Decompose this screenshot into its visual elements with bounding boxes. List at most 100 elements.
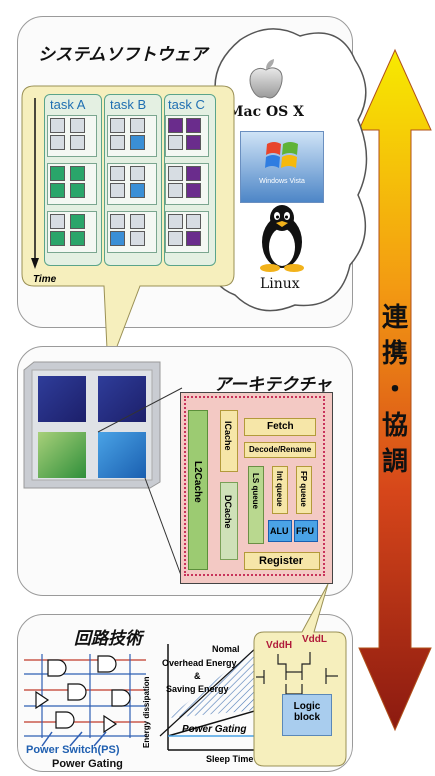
fpu-block: FPU xyxy=(294,520,318,542)
l2-cache-label: L2Cache xyxy=(192,461,203,503)
windows-vista-label: Windows Vista xyxy=(259,178,305,185)
task-slot xyxy=(50,135,65,150)
alu-label: ALU xyxy=(270,526,289,536)
graph-overhead-label: Overhead Energy xyxy=(162,658,237,668)
processor-inner-border xyxy=(184,396,325,576)
arrow-char-3: ・ xyxy=(381,375,408,405)
core-1 xyxy=(38,376,86,422)
core-4 xyxy=(98,432,146,478)
task-slot xyxy=(70,214,85,229)
vddh-label: VddH xyxy=(266,640,293,651)
fpu-label: FPU xyxy=(296,526,314,536)
logic-block: Logic block xyxy=(282,694,332,736)
task-slot xyxy=(50,214,65,229)
task-slot xyxy=(110,231,125,246)
icache-block: ICache xyxy=(220,410,238,472)
architecture-title: アーキテクチャ xyxy=(214,375,332,395)
task-slot xyxy=(168,231,183,246)
task-b-label: task B xyxy=(110,97,147,112)
task-slot xyxy=(70,231,85,246)
graph-power-gating-label: Power Gating xyxy=(182,724,247,735)
l2-cache-block: L2Cache xyxy=(188,410,208,570)
ps-pointer-arrows xyxy=(41,731,107,747)
task-slot xyxy=(130,214,145,229)
ls-queue-block: LS queue xyxy=(248,466,264,544)
task-slot xyxy=(130,135,145,150)
power-switch-label: Power Switch(PS) xyxy=(26,744,120,756)
arrow-char-2: 携 xyxy=(381,339,408,369)
energy-graph xyxy=(159,644,260,751)
task-slot xyxy=(110,214,125,229)
graph-saving-label: Saving Energy xyxy=(166,684,229,694)
apple-icon xyxy=(249,59,283,99)
register-block: Register xyxy=(244,552,320,570)
task-slot xyxy=(110,118,125,133)
task-slot xyxy=(168,214,183,229)
arrow-char-5: 調 xyxy=(381,447,408,477)
core-3 xyxy=(38,432,86,478)
task-slot xyxy=(186,118,201,133)
windows-flag-icon xyxy=(265,142,298,168)
task-slot xyxy=(186,135,201,150)
power-gating-schematic xyxy=(24,654,146,738)
task-slot xyxy=(186,214,201,229)
task-a-label: task A xyxy=(50,97,86,112)
int-queue-block: Int queue xyxy=(272,466,288,514)
alu-block: ALU xyxy=(268,520,292,542)
graph-amp-label: & xyxy=(194,671,201,681)
system-software-title: システムソフトウェア xyxy=(38,45,208,65)
dcache-label: DCache xyxy=(223,495,233,529)
dcache-block: DCache xyxy=(220,482,238,560)
icache-label: ICache xyxy=(223,421,233,451)
task-slot xyxy=(186,231,201,246)
fp-queue-label: FP queue xyxy=(299,471,308,507)
decode-rename-label: Decode/Rename xyxy=(249,445,312,454)
task-slot xyxy=(130,231,145,246)
graph-ylabel: Energy dissipation xyxy=(142,676,151,748)
task-slot xyxy=(110,166,125,181)
task-slot xyxy=(50,231,65,246)
task-slot xyxy=(70,183,85,198)
time-label: Time xyxy=(33,274,57,285)
arrow-char-4: 協 xyxy=(381,411,408,441)
collaboration-label: 連 携 ・ 協 調 xyxy=(378,300,412,480)
fp-queue-block: FP queue xyxy=(296,466,312,514)
task-slot xyxy=(168,166,183,181)
transistor-schematic xyxy=(256,652,338,695)
vddl-label: VddL xyxy=(302,634,327,645)
fetch-label: Fetch xyxy=(267,421,294,432)
task-slot xyxy=(50,166,65,181)
multicore-chip xyxy=(23,361,161,489)
task-slot xyxy=(110,183,125,198)
logic-block-label-2: block xyxy=(293,712,321,723)
task-slot xyxy=(186,183,201,198)
task-slot xyxy=(168,135,183,150)
ls-queue-label: LS queue xyxy=(251,473,260,510)
windows-vista-logo: Windows Vista xyxy=(240,131,324,203)
collaboration-double-arrow xyxy=(358,48,432,732)
circuit-title: 回路技術 xyxy=(74,629,142,649)
task-slot xyxy=(50,183,65,198)
task-slot xyxy=(168,183,183,198)
task-slot xyxy=(70,135,85,150)
logic-block-label-1: Logic xyxy=(293,701,321,712)
graph-xlabel: Sleep Time xyxy=(206,754,254,764)
core-2 xyxy=(98,376,146,422)
task-c-label: task C xyxy=(168,97,205,112)
time-arrow xyxy=(31,98,39,269)
task-slot xyxy=(70,118,85,133)
tux-penguin-icon xyxy=(260,205,304,272)
task-slot xyxy=(130,166,145,181)
task-slot xyxy=(110,135,125,150)
power-gating-label: Power Gating xyxy=(52,758,123,770)
int-queue-label: Int queue xyxy=(275,471,284,507)
linux-label: Linux xyxy=(260,276,300,292)
register-label: Register xyxy=(259,555,304,567)
mac-os-label: Mac OS X xyxy=(228,104,305,120)
task-slot xyxy=(130,183,145,198)
task-slot xyxy=(130,118,145,133)
task-slot xyxy=(186,166,201,181)
task-slot xyxy=(70,166,85,181)
fetch-block: Fetch xyxy=(244,418,316,436)
